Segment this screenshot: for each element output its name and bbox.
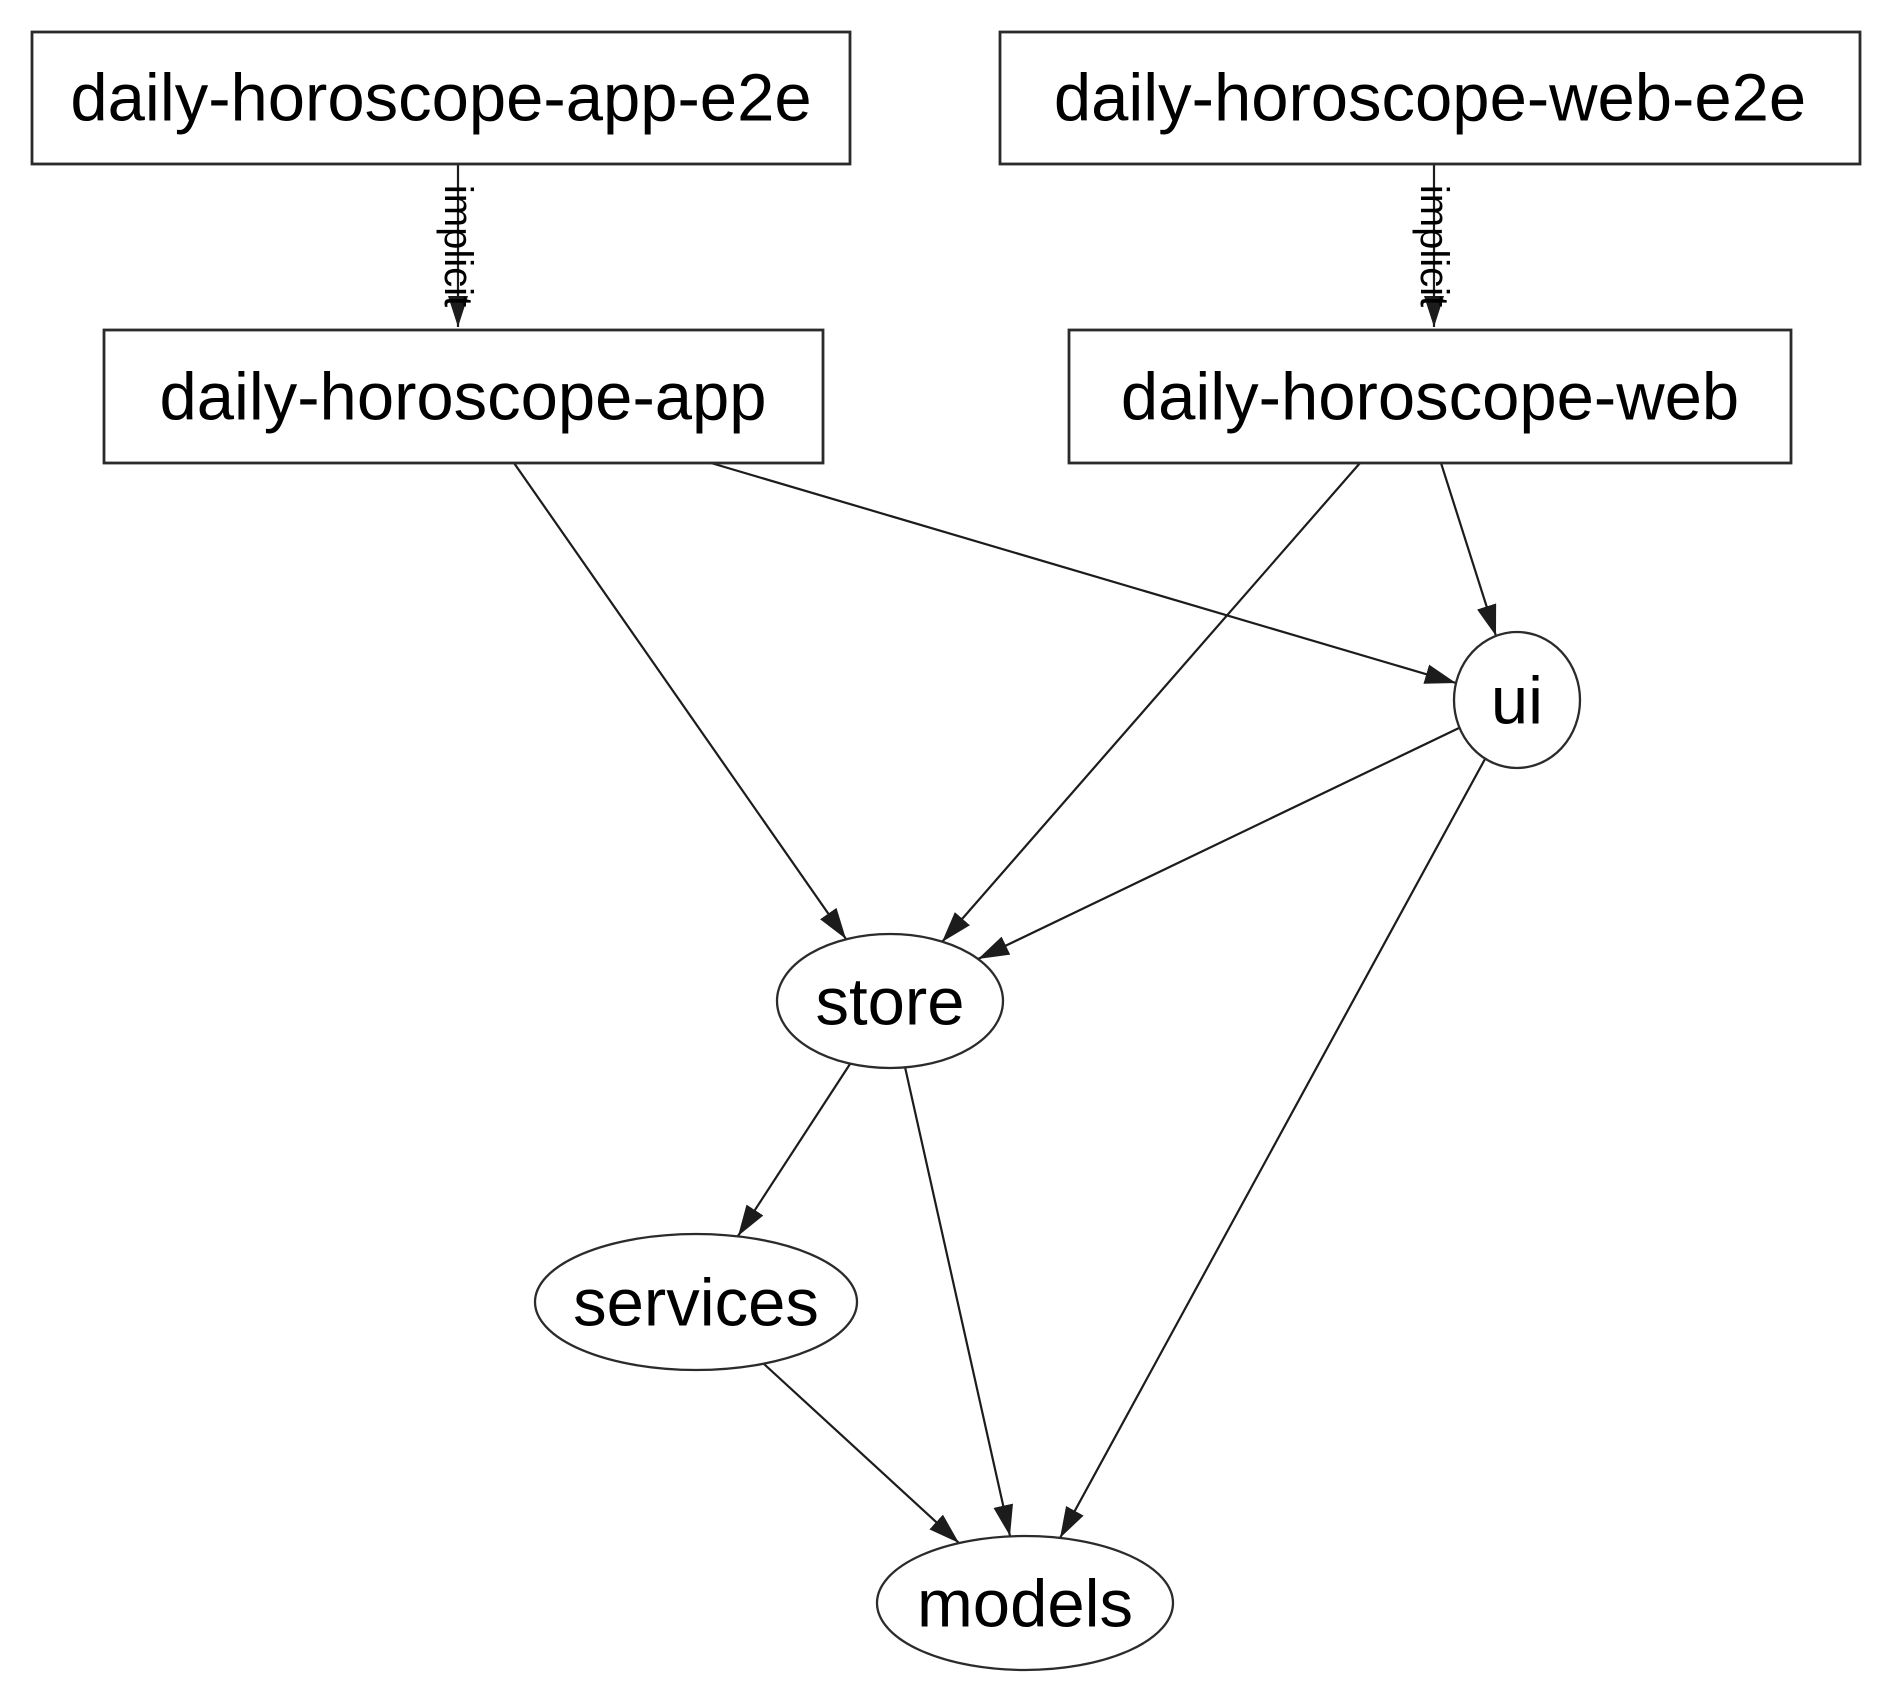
node-daily-horoscope-web-e2e[interactable]: daily-horoscope-web-e2e	[998, 30, 1862, 166]
edge-store-to-models	[903, 1066, 1013, 1537]
edge-line	[941, 462, 1361, 943]
node-store[interactable]: store	[775, 932, 1005, 1070]
node-ui[interactable]: ui	[1452, 630, 1582, 770]
edge-line	[710, 461, 1457, 685]
node-label: daily-horoscope-web-e2e	[1054, 61, 1806, 136]
edge-daily-horoscope-web-to-ui	[1439, 462, 1498, 637]
edge-line	[763, 1363, 960, 1544]
node-label: daily-horoscope-app-e2e	[70, 61, 811, 136]
node-label: daily-horoscope-app	[159, 360, 766, 435]
node-daily-horoscope-web[interactable]: daily-horoscope-web	[1067, 328, 1793, 465]
nodes-layer: daily-horoscope-app-e2e daily-horoscope-…	[30, 30, 1862, 1672]
edge-daily-horoscope-app-to-store	[513, 462, 847, 940]
edge-label-implicit: implicit	[1412, 185, 1456, 307]
node-shape	[1067, 328, 1793, 465]
edge-daily-horoscope-app-to-ui	[710, 461, 1457, 685]
node-shape	[875, 1534, 1175, 1672]
node-label: store	[816, 965, 965, 1040]
node-services[interactable]: services	[533, 1232, 859, 1372]
edges-layer: implicit implicit	[436, 165, 1498, 1544]
node-label: services	[573, 1266, 819, 1341]
edge-line	[977, 727, 1460, 960]
node-label: models	[917, 1567, 1133, 1642]
edge-services-to-models	[763, 1363, 960, 1544]
node-models[interactable]: models	[875, 1534, 1175, 1672]
edge-daily-horoscope-web-e2e-to-daily-horoscope-web: implicit	[1412, 165, 1456, 327]
node-shape	[30, 30, 852, 166]
edge-ui-to-models	[1059, 758, 1486, 1539]
node-shape	[533, 1232, 859, 1372]
node-daily-horoscope-app[interactable]: daily-horoscope-app	[102, 328, 825, 465]
edge-line	[1439, 462, 1498, 637]
node-label: daily-horoscope-web	[1121, 360, 1739, 435]
edge-line	[1059, 758, 1486, 1539]
edge-line	[513, 462, 847, 940]
edge-daily-horoscope-app-e2e-to-daily-horoscope-app: implicit	[436, 165, 480, 327]
node-daily-horoscope-app-e2e[interactable]: daily-horoscope-app-e2e	[30, 30, 852, 166]
node-shape	[1452, 630, 1582, 770]
edge-label-implicit: implicit	[436, 185, 480, 307]
node-shape	[775, 932, 1005, 1070]
edge-line	[903, 1066, 1013, 1537]
edge-daily-horoscope-web-to-store	[941, 462, 1361, 943]
edge-line	[737, 1063, 851, 1237]
edge-ui-to-store	[977, 727, 1460, 960]
node-shape	[998, 30, 1862, 166]
node-shape	[102, 328, 825, 465]
edge-store-to-services	[737, 1063, 851, 1237]
node-label: ui	[1491, 664, 1543, 739]
